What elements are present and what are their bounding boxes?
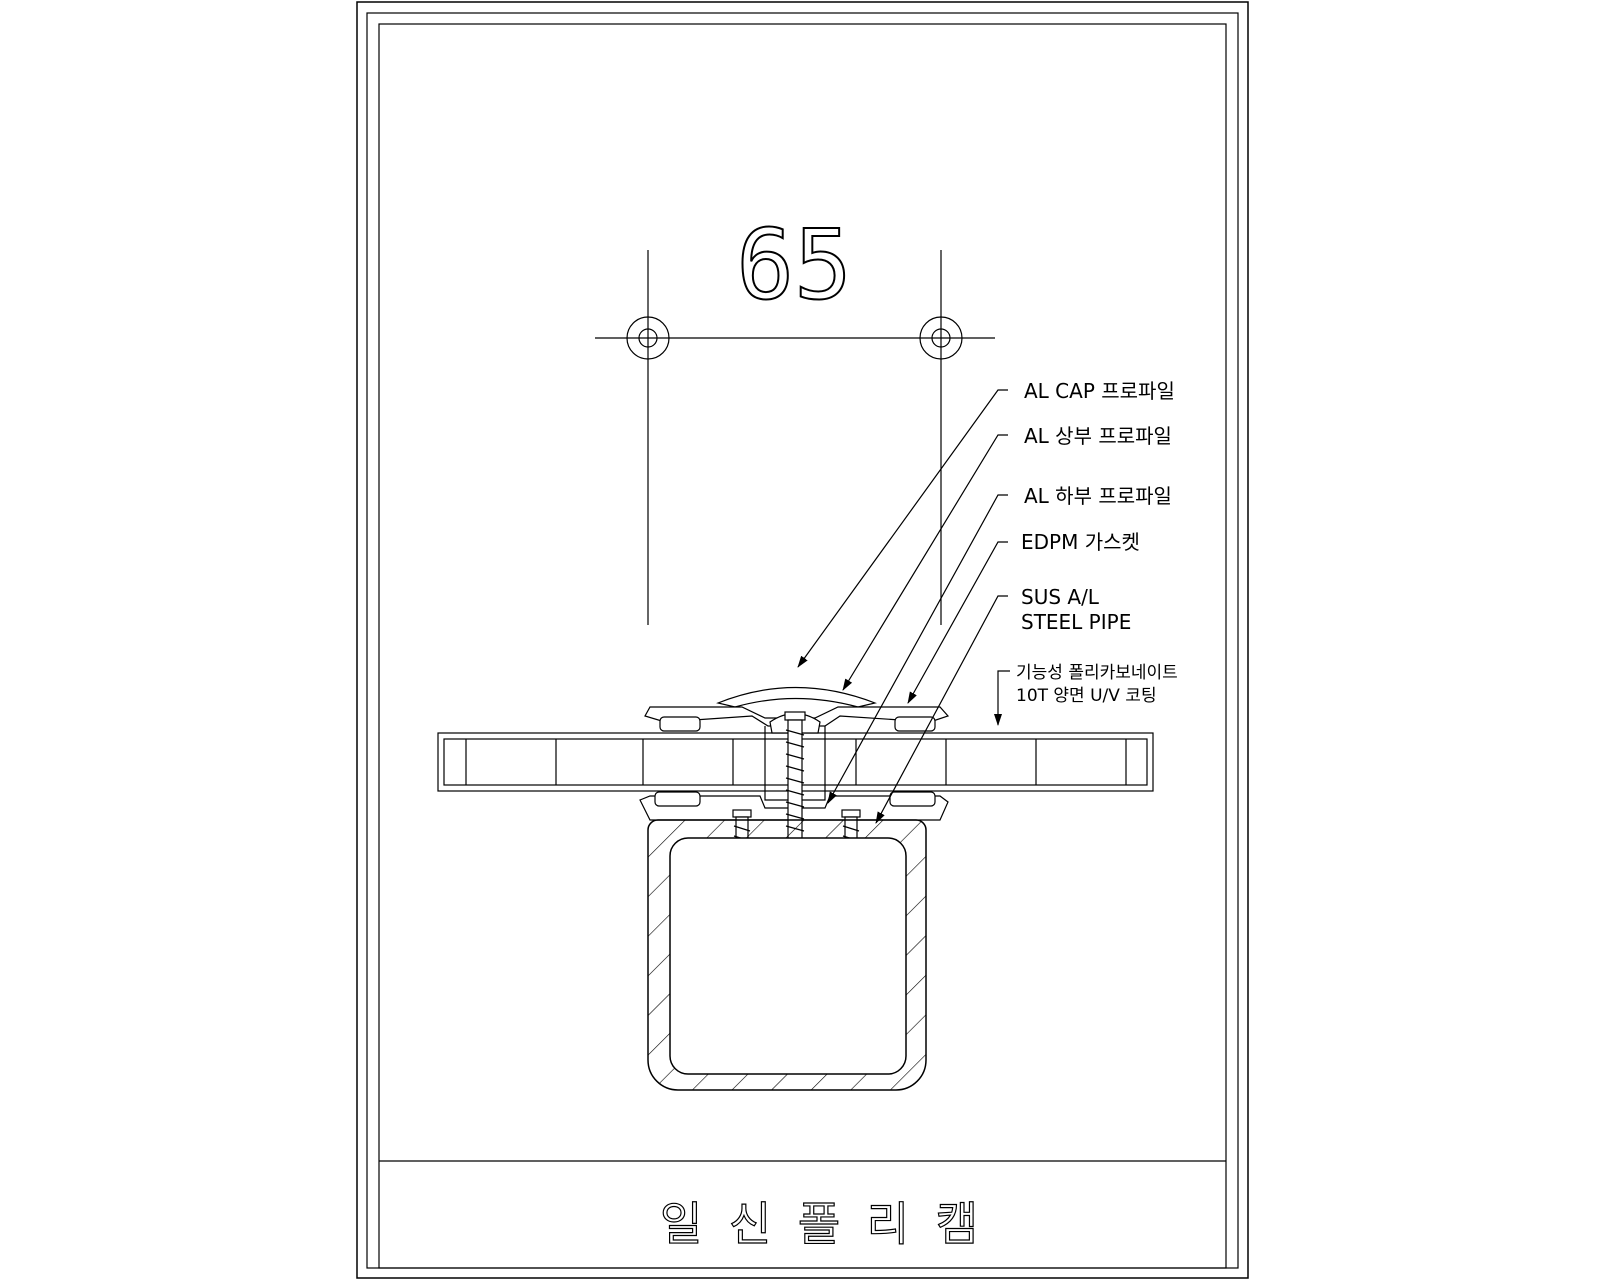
label-al-cap: AL CAP 프로파일 (1024, 379, 1175, 403)
leader-edpm (907, 541, 1008, 704)
edpm-gasket-lower-right (889, 791, 936, 807)
dimension-65 (595, 250, 995, 625)
steel-pipe (647, 819, 927, 1091)
label-polycarbonate-line2: 10T 양면 U/V 코팅 (1016, 686, 1157, 706)
leader-al-upper (842, 434, 1008, 691)
leader-sus (875, 595, 1008, 824)
al-profiles (639, 686, 950, 821)
sheet-border (356, 1, 1249, 1279)
edpm-gasket-lower-left (654, 791, 701, 807)
leader-al-lower (827, 494, 1008, 804)
callout-labels: AL CAP 프로파일 AL 상부 프로파일 AL 하부 프로파일 EDPM 가… (1016, 379, 1178, 706)
title-block-title: 일 신 폴 리 캠 (660, 1197, 984, 1251)
label-sus-line2: STEEL PIPE (1021, 610, 1131, 634)
dimension-value: 65 (736, 209, 852, 321)
leader-lines (797, 389, 1010, 824)
label-polycarbonate-line1: 기능성 폴리카보네이트 (1016, 663, 1178, 683)
leader-polycarbonate (994, 670, 1010, 726)
label-al-upper: AL 상부 프로파일 (1024, 424, 1172, 448)
leader-al-cap (797, 389, 1008, 668)
label-al-lower: AL 하부 프로파일 (1024, 484, 1172, 508)
al-cap-profile (716, 686, 878, 708)
label-sus-line1: SUS A/L (1021, 585, 1100, 609)
edpm-gasket-upper-left (659, 716, 701, 732)
label-edpm: EDPM 가스켓 (1021, 530, 1140, 554)
edpm-gasket-upper-right (894, 716, 936, 732)
